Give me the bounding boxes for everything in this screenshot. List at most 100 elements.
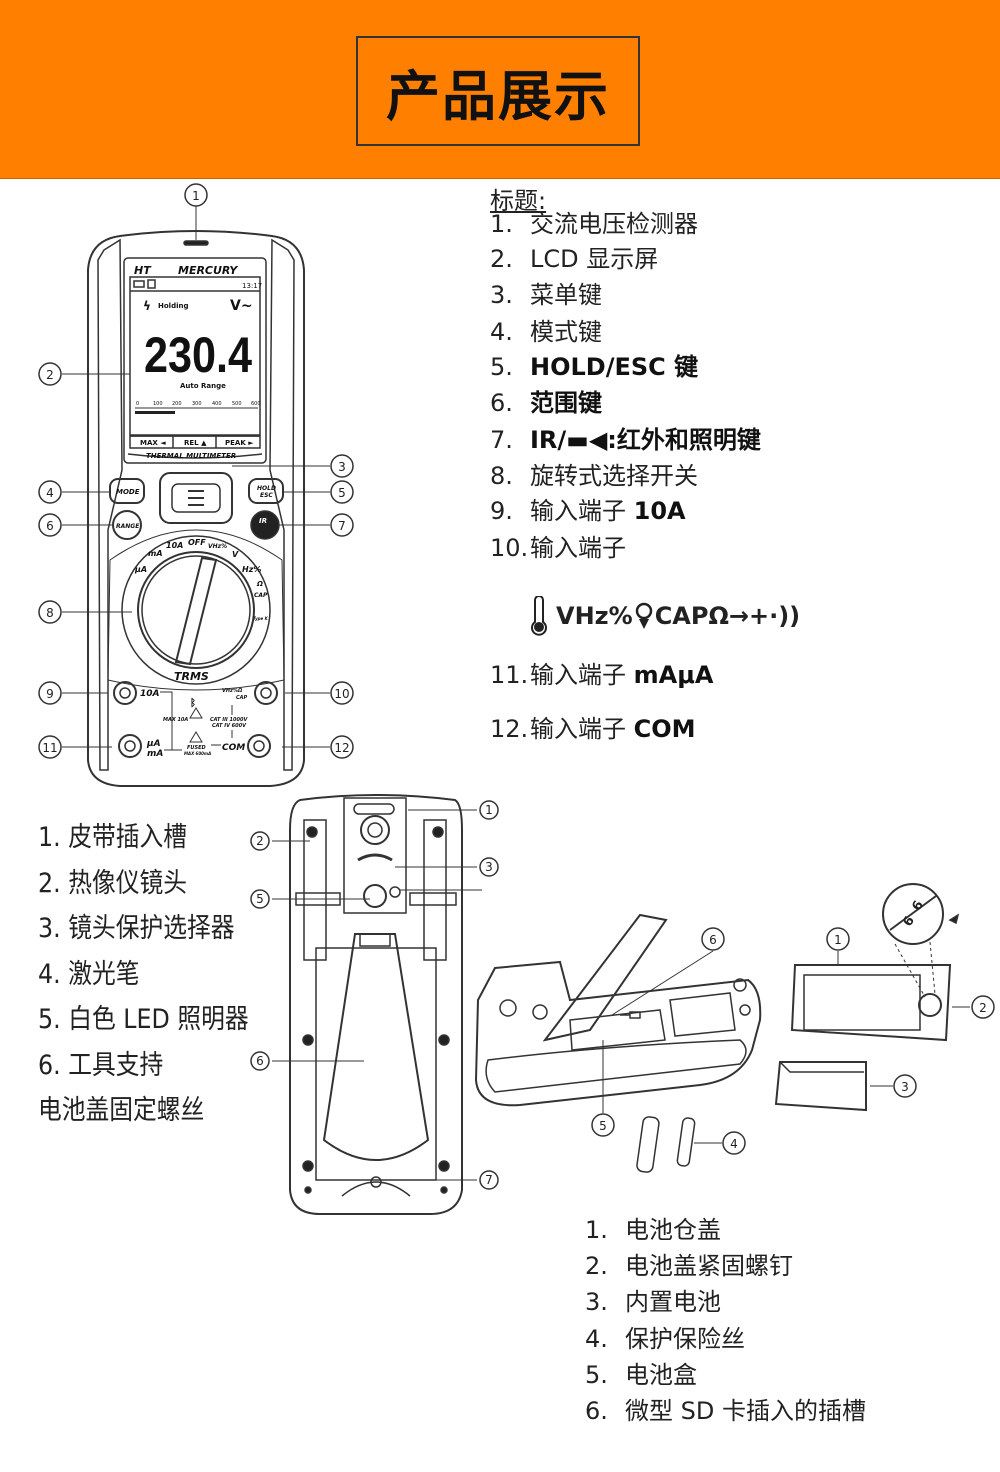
legend-item: 4. 激光笔 xyxy=(38,958,140,990)
scale-tick-label: 200 xyxy=(172,401,182,407)
legend-item: 1.电池仓盖 xyxy=(585,1216,721,1244)
callout-number: 3 xyxy=(338,460,346,474)
legend-item: 4.保护保险丝 xyxy=(585,1324,745,1353)
symbol-vhz: VHz% xyxy=(556,602,633,630)
lcd-reading: 230.4 xyxy=(144,327,252,383)
brand-logo: HT xyxy=(134,264,152,277)
callout-number: 1 xyxy=(485,803,493,817)
callout-number: 3 xyxy=(901,1080,909,1094)
callout-number: 2 xyxy=(256,834,264,848)
hold-button-label: HOLD xyxy=(257,485,276,492)
legend-heading: 标题: xyxy=(490,187,547,215)
legend-item: 5.电池盒 xyxy=(585,1360,697,1389)
scale-tick-label: 300 xyxy=(192,401,202,407)
callout-number: 3 xyxy=(485,860,493,874)
terminal-vhz-label: VHz%Ω xyxy=(222,688,243,694)
battery-legend: 1.电池仓盖 2.电池盖紧固螺钉 3.内置电池 4.保护保险丝 5.电池盒 6.… xyxy=(585,1213,866,1430)
legend-item: 11.输入端子 mAμA xyxy=(490,661,714,689)
dial-type-k: Type K xyxy=(253,616,269,621)
lcd-range-mode: Auto Range xyxy=(180,382,226,390)
trms-label: TRMS xyxy=(174,670,209,683)
lcd-unit: V~ xyxy=(230,298,253,314)
dial-ua: μA xyxy=(134,565,147,574)
thermometer-icon xyxy=(531,596,547,636)
lightning-icon: ϟ xyxy=(143,299,151,313)
legend-item: 9.输入端子 10A xyxy=(490,497,686,525)
fused-label: FUSED xyxy=(187,745,206,751)
callout-number: 11 xyxy=(42,741,57,755)
symbol-diode-continuity: →+·)) xyxy=(728,602,801,630)
legend-item: 5.HOLD/ESC 键 xyxy=(490,353,699,381)
dial-cap: CAP xyxy=(254,592,268,599)
legend-item: 3. 镜头保护选择器 xyxy=(38,913,235,944)
callout-number: 5 xyxy=(256,892,264,906)
legend-item: 3.菜单键 xyxy=(490,281,602,309)
scale-tick-label: 500 xyxy=(232,401,242,407)
callout-number: 7 xyxy=(338,519,346,533)
legend-item: 电池盖固定螺丝 xyxy=(38,1095,205,1126)
symbol-cap-ohm: CAPΩ xyxy=(654,602,729,630)
legend-item: 8.旋转式选择开关 xyxy=(490,462,698,490)
page-title: 产品展示 xyxy=(386,64,610,128)
callout-number: 9 xyxy=(46,687,54,701)
callout-number: 5 xyxy=(338,486,346,500)
legend-item: 6.范围键 xyxy=(490,389,602,417)
legend-item: 12.输入端子 COM xyxy=(490,715,696,743)
callout-number: 4 xyxy=(730,1137,738,1151)
legend-item: 1.交流电压检测器 xyxy=(490,210,698,238)
cat-label-1: CAT III 1000V xyxy=(210,717,248,723)
softkey-peak: PEAK ► xyxy=(225,439,254,447)
legend-item: 3.内置电池 xyxy=(585,1288,721,1317)
callout-number: 2 xyxy=(46,368,54,382)
scale-tick-label: 100 xyxy=(153,401,163,407)
max-10a-label: MAX 10A xyxy=(163,717,188,723)
scale-tick-label: 600 xyxy=(251,401,261,407)
mode-button: MODE xyxy=(116,488,140,496)
scale-tick-label: 400 xyxy=(212,401,222,407)
legend-item: 5. 白色 LED 照明器 xyxy=(38,1004,249,1035)
legend-item: 1. 皮带插入槽 xyxy=(38,822,188,853)
terminal-10a-label: 10A xyxy=(140,689,160,699)
callout-number: 6 xyxy=(709,933,717,947)
header-banner: 产品展示 xyxy=(0,0,1000,179)
lcd-time: 13:17 xyxy=(242,282,262,290)
legend-item: 10.输入端子 xyxy=(490,534,626,562)
legend-item: 4.模式键 xyxy=(490,318,602,346)
terminal-ma-label: mA xyxy=(147,749,163,759)
range-button: RANGE xyxy=(116,523,140,530)
callout-number: 6 xyxy=(46,519,54,533)
softkey-rel: REL ▲ xyxy=(184,439,207,447)
callout-number: 12 xyxy=(334,741,349,755)
scale-tick-label: 0 xyxy=(136,401,139,407)
legend-item: 2.LCD 显示屏 xyxy=(490,245,659,273)
terminal-symbols: VHz% CAPΩ →+·)) xyxy=(528,596,800,636)
legend-item: 6. 工具支持 xyxy=(38,1049,164,1081)
callout-number: 2 xyxy=(979,1001,987,1015)
legend-item: 2. 热像仪镜头 xyxy=(38,867,188,899)
softkey-max: MAX ◄ xyxy=(140,439,166,447)
legend-item: 2.电池盖紧固螺钉 xyxy=(585,1252,793,1281)
front-legend: 标题: 1.交流电压检测器 2.LCD 显示屏 3.菜单键 4.模式键 5.HOLD/E… xyxy=(490,183,761,743)
model-name: MERCURY xyxy=(178,264,238,277)
callout-number: 8 xyxy=(46,606,54,620)
callout-number: 5 xyxy=(599,1119,607,1133)
legend-item: 7.IR/▬◀:红外和照明键 xyxy=(490,426,761,454)
terminal-ua-label: μA xyxy=(146,739,161,749)
dial-ma: mA xyxy=(148,549,163,558)
title-box: 产品展示 xyxy=(356,36,640,146)
ir-button: IR xyxy=(259,517,267,525)
back-legend: 1. 皮带插入槽 2. 热像仪镜头 3. 镜头保护选择器 4. 激光笔 5. 白… xyxy=(38,820,277,1139)
legend-item: 6.微型 SD 卡插入的插槽 xyxy=(585,1396,866,1425)
screw-digit: 6 xyxy=(909,898,927,913)
callout-number: 10 xyxy=(334,687,349,701)
callout-number: 6 xyxy=(256,1054,264,1068)
callouts xyxy=(38,183,995,1190)
max-600ma-label: MAX 600mA xyxy=(184,751,211,756)
battery-compartment-drawing xyxy=(474,883,970,1173)
lcd-status: Holding xyxy=(158,302,188,310)
bluetooth-icon: ᛒ xyxy=(190,697,196,709)
terminal-com-label: COM xyxy=(222,743,245,753)
device-caption: THERMAL MULTIMETER xyxy=(146,452,236,460)
dial-vhz: VHz% xyxy=(208,543,227,550)
